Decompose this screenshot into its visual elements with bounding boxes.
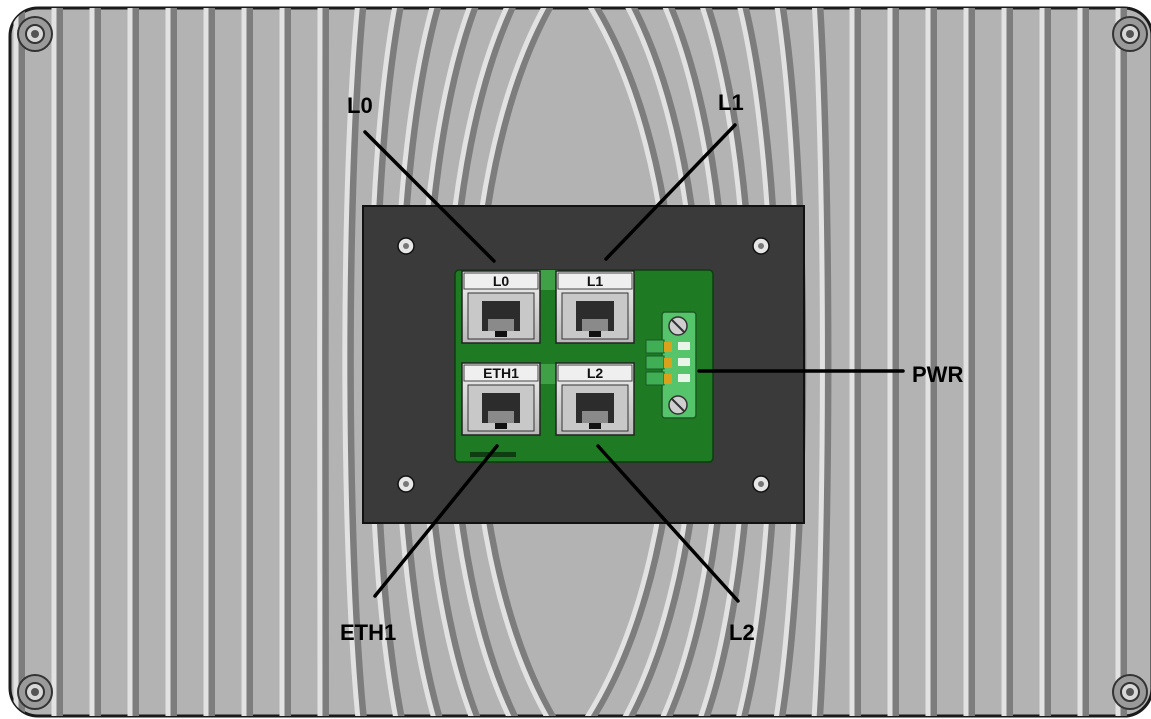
panel-screw — [397, 237, 415, 255]
callout-l0: L0 — [347, 93, 373, 118]
corner-screw-top-left — [17, 16, 53, 52]
panel-screw — [752, 237, 770, 255]
port-label-l2: L2 — [587, 365, 604, 381]
leader-line-eth1 — [373, 444, 499, 598]
port-label-l0: L0 — [493, 273, 510, 289]
leader-line-l0 — [363, 130, 496, 263]
leader-line-l2 — [596, 444, 740, 603]
corner-screw-bottom-right — [1112, 674, 1148, 710]
corner-screw-top-right — [1112, 16, 1148, 52]
fin-groove — [811, 8, 825, 716]
port-l1: L1 — [555, 270, 635, 344]
leader-line-l1 — [604, 123, 737, 261]
ethernet-ports: L0 L1 ETH1 L2 — [461, 270, 635, 436]
panel-screw — [397, 475, 415, 493]
port-label-l1: L1 — [587, 273, 604, 289]
callout-pwr: PWR — [912, 362, 964, 387]
callout-l1: L1 — [718, 90, 744, 115]
leader-lines — [363, 123, 905, 603]
port-l2: L2 — [555, 362, 635, 436]
corner-screw-bottom-left — [17, 674, 53, 710]
power-terminal-block — [645, 311, 697, 419]
port-l0: L0 — [461, 270, 541, 344]
fin-groove — [343, 8, 367, 716]
port-eth1: ETH1 — [461, 362, 541, 436]
fin-groove — [342, 8, 361, 716]
cooling-fins — [13, 8, 1128, 716]
callout-eth1: ETH1 — [340, 620, 397, 645]
port-label-eth1: ETH1 — [483, 365, 519, 381]
callout-l2: L2 — [729, 620, 755, 645]
panel-screw — [752, 475, 770, 493]
fin-groove — [813, 8, 832, 716]
